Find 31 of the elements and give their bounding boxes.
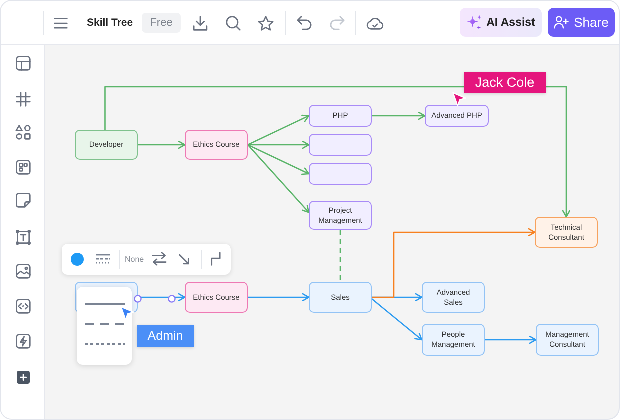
skill-box [422,282,485,313]
skill-box [309,105,372,127]
arrowhead-option: None [125,254,144,265]
arrow [248,144,310,176]
plan-badge: Free [142,13,181,33]
arrow [372,228,536,298]
arrow [372,112,426,120]
skill-box [185,282,248,313]
user-name-tag: Jack Cole [464,72,546,93]
blank-box [309,163,372,185]
ai-assist-button: AI Assist [460,8,542,37]
arrow [248,293,310,302]
arrow [248,140,310,150]
blank-box [309,134,372,156]
dashed-connector [340,230,342,282]
arrow [248,144,310,214]
skill-box [536,324,599,356]
skill-box [425,105,489,127]
arrow [248,114,310,146]
skill-box [422,324,485,356]
document-title: Skill Tree [87,16,134,30]
share-button: Share [548,8,615,37]
arrow [485,336,537,344]
skill-box [185,130,248,160]
arrow [138,140,186,150]
arrow [372,298,423,341]
skill-box [309,201,372,230]
skill-box [309,282,372,313]
skill-box [535,217,598,248]
skill-box [75,130,138,160]
user-name-tag: Admin [137,325,194,347]
